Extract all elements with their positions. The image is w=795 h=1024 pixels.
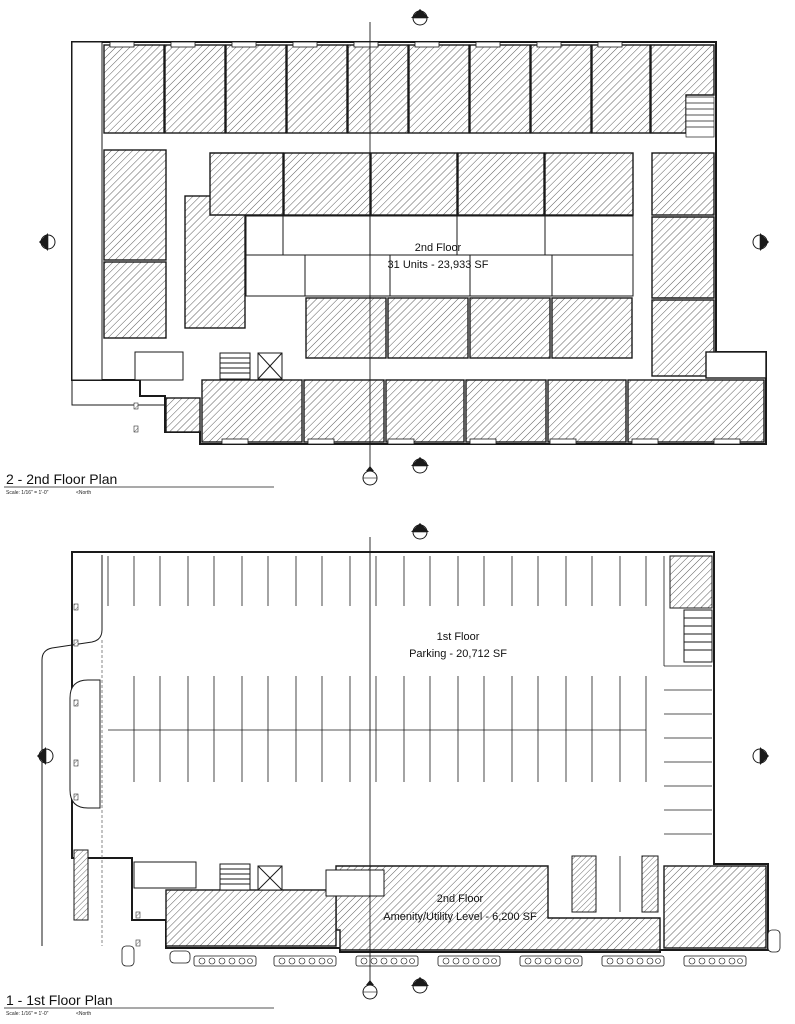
ramp-column-2 [641,855,659,913]
second-floor-north: <North [76,490,91,496]
first-floor-area-use: Parking - 20,712 SF [409,648,507,660]
second-floor-scale: Scale: 1/16" = 1'-0" [6,490,49,496]
amenity-area-name: 2nd Floor [437,893,484,905]
elevation-marker-north [411,9,429,26]
section-marker-bottom [362,466,378,486]
unit [408,44,470,134]
first-floor-ne-core [669,555,713,663]
east-parking-stalls [663,556,712,835]
section-marker-bottom-lower [362,980,378,1000]
column-markers [133,402,139,433]
planter-strip [193,955,747,967]
south-windows [221,438,741,445]
second-floor-plan: 2nd Floor 31 Units - 23,933 SF [4,9,769,496]
planter-shrubs [198,957,743,965]
second-floor-area-units: 31 Units - 23,933 SF [388,259,489,271]
elevation-marker-east [752,233,769,251]
first-floor-scale: Scale: 1/16" = 1'-0" [6,1011,49,1017]
east-utility-room [663,865,767,949]
first-floor-plan-title: 1 - 1st Floor Plan [6,992,113,1008]
elevation-marker-south-lower [411,977,429,994]
west-walkway [71,41,103,381]
unit [347,44,409,134]
north-unit-row [103,44,715,134]
unit [164,44,226,134]
ramp-column-1 [571,855,597,913]
unit [469,44,531,134]
unit [530,44,592,134]
unit [591,44,651,134]
north-windows [109,41,623,48]
south-unit-row [165,379,765,443]
elevation-marker-south [411,457,429,474]
site-vehicles [121,929,781,967]
elevation-marker-west-lower [37,747,54,765]
west-unit-row [103,149,246,339]
second-floor-core [134,351,283,381]
amenity-area-use: Amenity/Utility Level - 6,200 SF [383,911,537,923]
unit [286,44,348,134]
first-floor-plan: 1st Floor Parking - 20,712 SF 2nd Floor … [4,523,781,1017]
ramp [73,849,89,921]
north-parking-stalls [107,556,647,606]
northeast-stair [685,96,715,138]
entry-island [69,679,101,809]
center-parking-stalls [108,676,647,782]
unit [650,44,715,134]
unit [225,44,287,134]
east-balcony [705,351,767,379]
site-columns [73,603,141,947]
amenity-block [335,865,661,951]
second-floor-area-name: 2nd Floor [415,242,462,254]
east-unit-row [651,152,715,377]
second-floor-plan-title: 2 - 2nd Floor Plan [6,471,117,487]
first-floor-area-name: 1st Floor [437,631,480,643]
elevation-marker-north-lower [411,523,429,540]
first-floor-north: <North [76,1011,91,1017]
inner-north-units [209,152,634,216]
unit [103,44,165,134]
elevation-marker-west [39,233,56,251]
first-floor-outline [71,551,769,953]
elevation-marker-east-lower [752,747,769,765]
amenity-room-west [165,889,337,947]
inner-south-units [305,297,633,359]
first-floor-core [133,861,385,897]
courtyard [245,215,634,297]
